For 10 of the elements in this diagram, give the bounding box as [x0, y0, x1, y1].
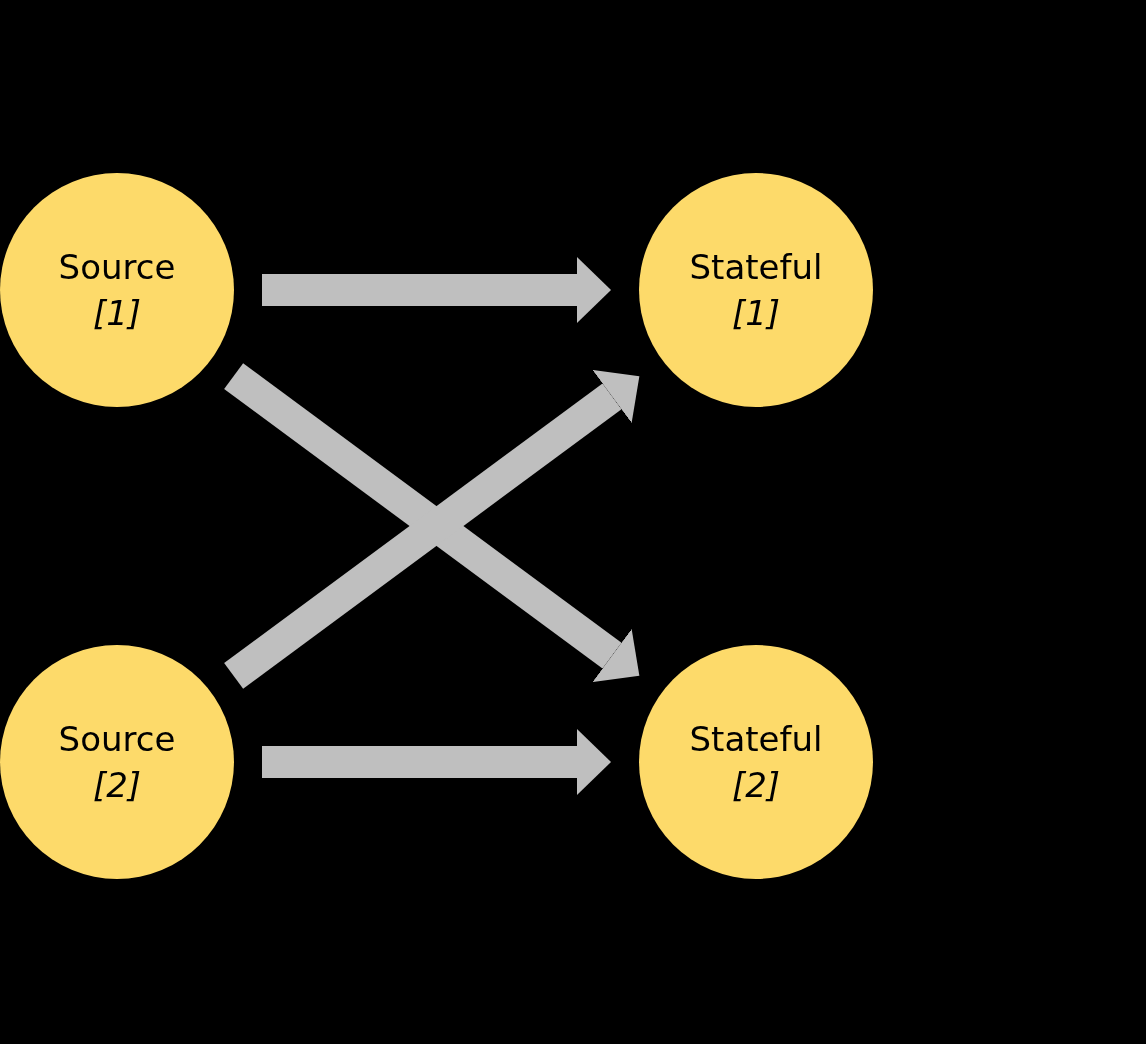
node-index: [2]: [92, 764, 142, 807]
node-title: Stateful: [689, 718, 823, 761]
node-title: Source: [58, 718, 176, 761]
arrow: [262, 729, 611, 795]
node-title: Source: [58, 246, 176, 289]
arrow: [262, 257, 611, 323]
node-index: [1]: [731, 292, 781, 335]
node-index: [1]: [92, 292, 142, 335]
node-title: Stateful: [689, 246, 823, 289]
node-index: [2]: [731, 764, 781, 807]
